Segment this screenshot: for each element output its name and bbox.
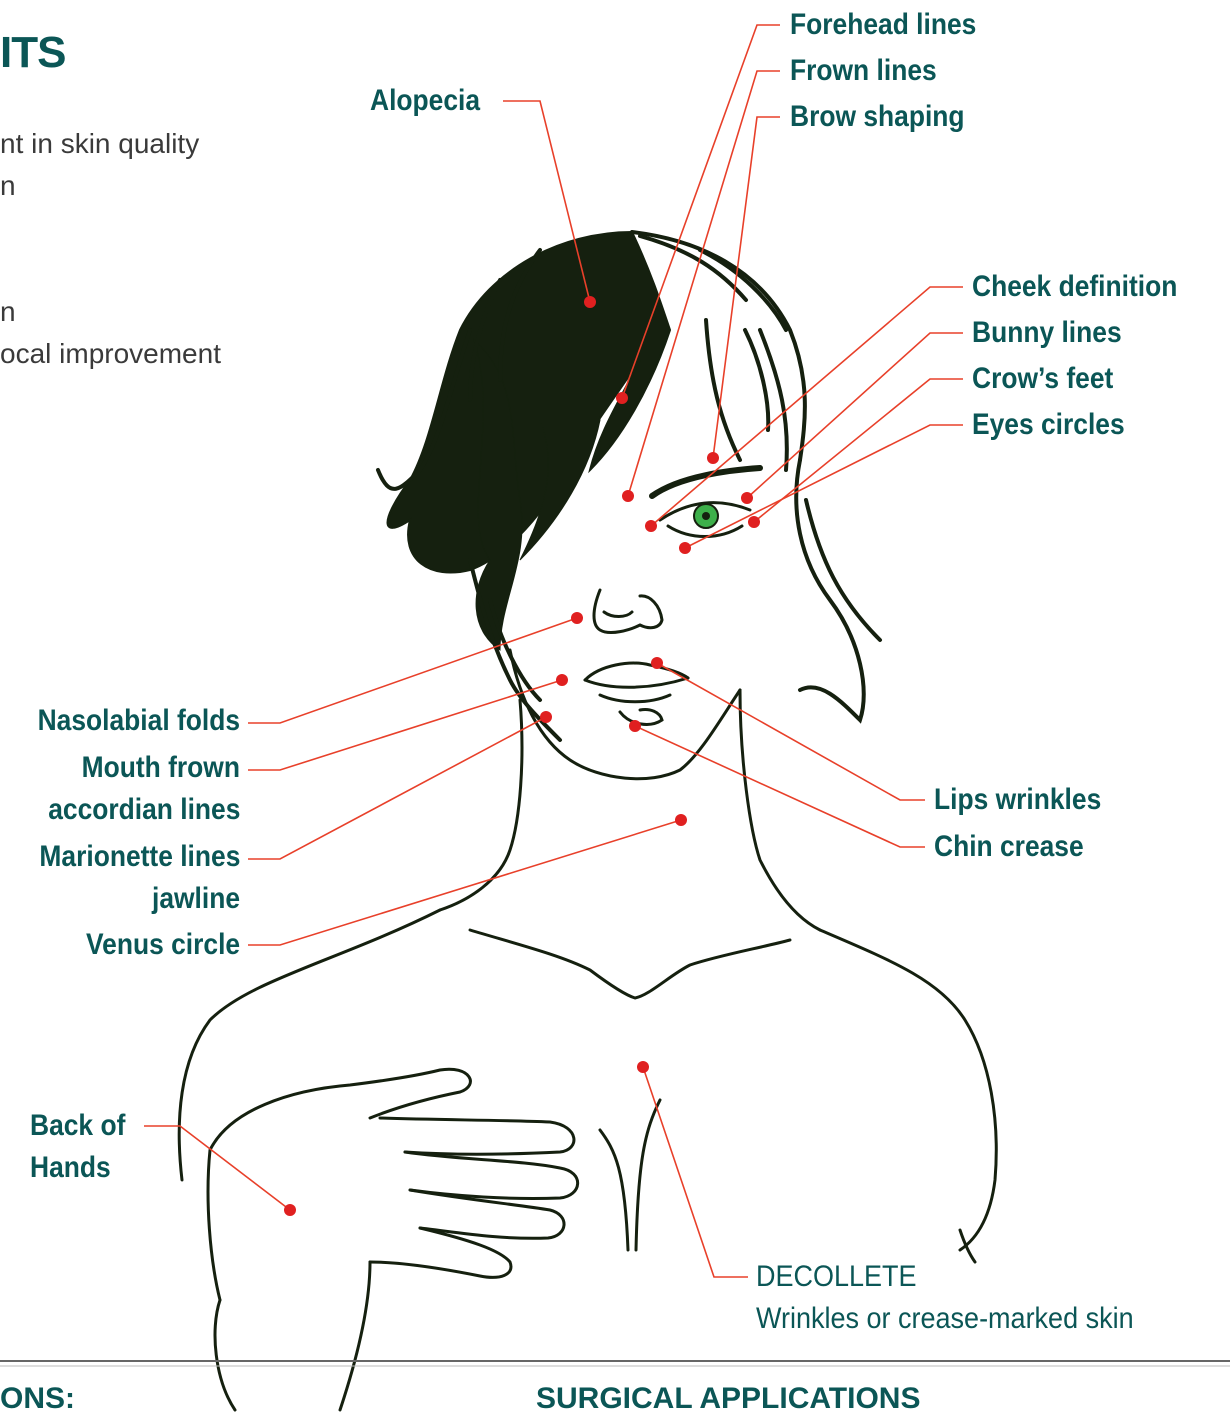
marker-crows-feet xyxy=(748,516,760,528)
marker-alopecia xyxy=(584,296,596,308)
label-mouth-frown-detail: accordian lines xyxy=(48,792,240,828)
label-crows-feet: Crow’s feet xyxy=(972,361,1113,397)
footer-surgical-applications: SURGICAL APPLICATIONS xyxy=(536,1382,920,1416)
label-back-of-hands: Back of xyxy=(30,1108,125,1144)
label-nasolabial-folds: Nasolabial folds xyxy=(38,703,240,739)
marker-chin-crease xyxy=(629,720,641,732)
label-eyes-circles: Eyes circles xyxy=(972,407,1125,443)
label-frown-lines: Frown lines xyxy=(790,53,937,89)
label-marionette-lines: Marionette lines xyxy=(39,839,240,875)
label-chin-crease: Chin crease xyxy=(934,829,1084,865)
marker-forehead-lines xyxy=(616,392,628,404)
label-forehead-lines: Forehead lines xyxy=(790,7,976,43)
marker-mouth-frown xyxy=(556,674,568,686)
hand-illustration xyxy=(208,1069,578,1410)
marker-eyes-circles xyxy=(679,542,691,554)
label-venus-circle: Venus circle xyxy=(86,927,240,963)
label-brow-shaping: Brow shaping xyxy=(790,99,965,135)
marker-lips-wrinkles xyxy=(651,657,663,669)
marker-bunny-lines xyxy=(741,492,753,504)
marker-nasolabial-folds xyxy=(571,612,583,624)
marker-venus-circle xyxy=(675,814,687,826)
marker-brow-shaping xyxy=(707,452,719,464)
label-lips-wrinkles: Lips wrinkles xyxy=(934,782,1101,818)
footer-left-heading: ONS: xyxy=(0,1382,75,1416)
marker-cheek-definition xyxy=(645,520,657,532)
face-outline xyxy=(179,468,996,1262)
marker-back-of-hands xyxy=(284,1204,296,1216)
label-mouth-frown: Mouth frown xyxy=(82,750,240,786)
label-alopecia: Alopecia xyxy=(370,83,480,119)
label-cheek-definition: Cheek definition xyxy=(972,269,1177,305)
label-hands: Hands xyxy=(30,1150,111,1186)
leader-lines xyxy=(144,25,963,1277)
marker-decollete xyxy=(637,1061,649,1073)
hair-illustration xyxy=(388,232,671,650)
label-decollete: DECOLLETE xyxy=(756,1259,917,1295)
label-jawline: jawline xyxy=(152,881,240,917)
label-decollete-detail: Wrinkles or crease-marked skin xyxy=(756,1301,1134,1337)
marker-marionette-lines xyxy=(540,711,552,723)
marker-frown-lines xyxy=(622,490,634,502)
label-bunny-lines: Bunny lines xyxy=(972,315,1122,351)
